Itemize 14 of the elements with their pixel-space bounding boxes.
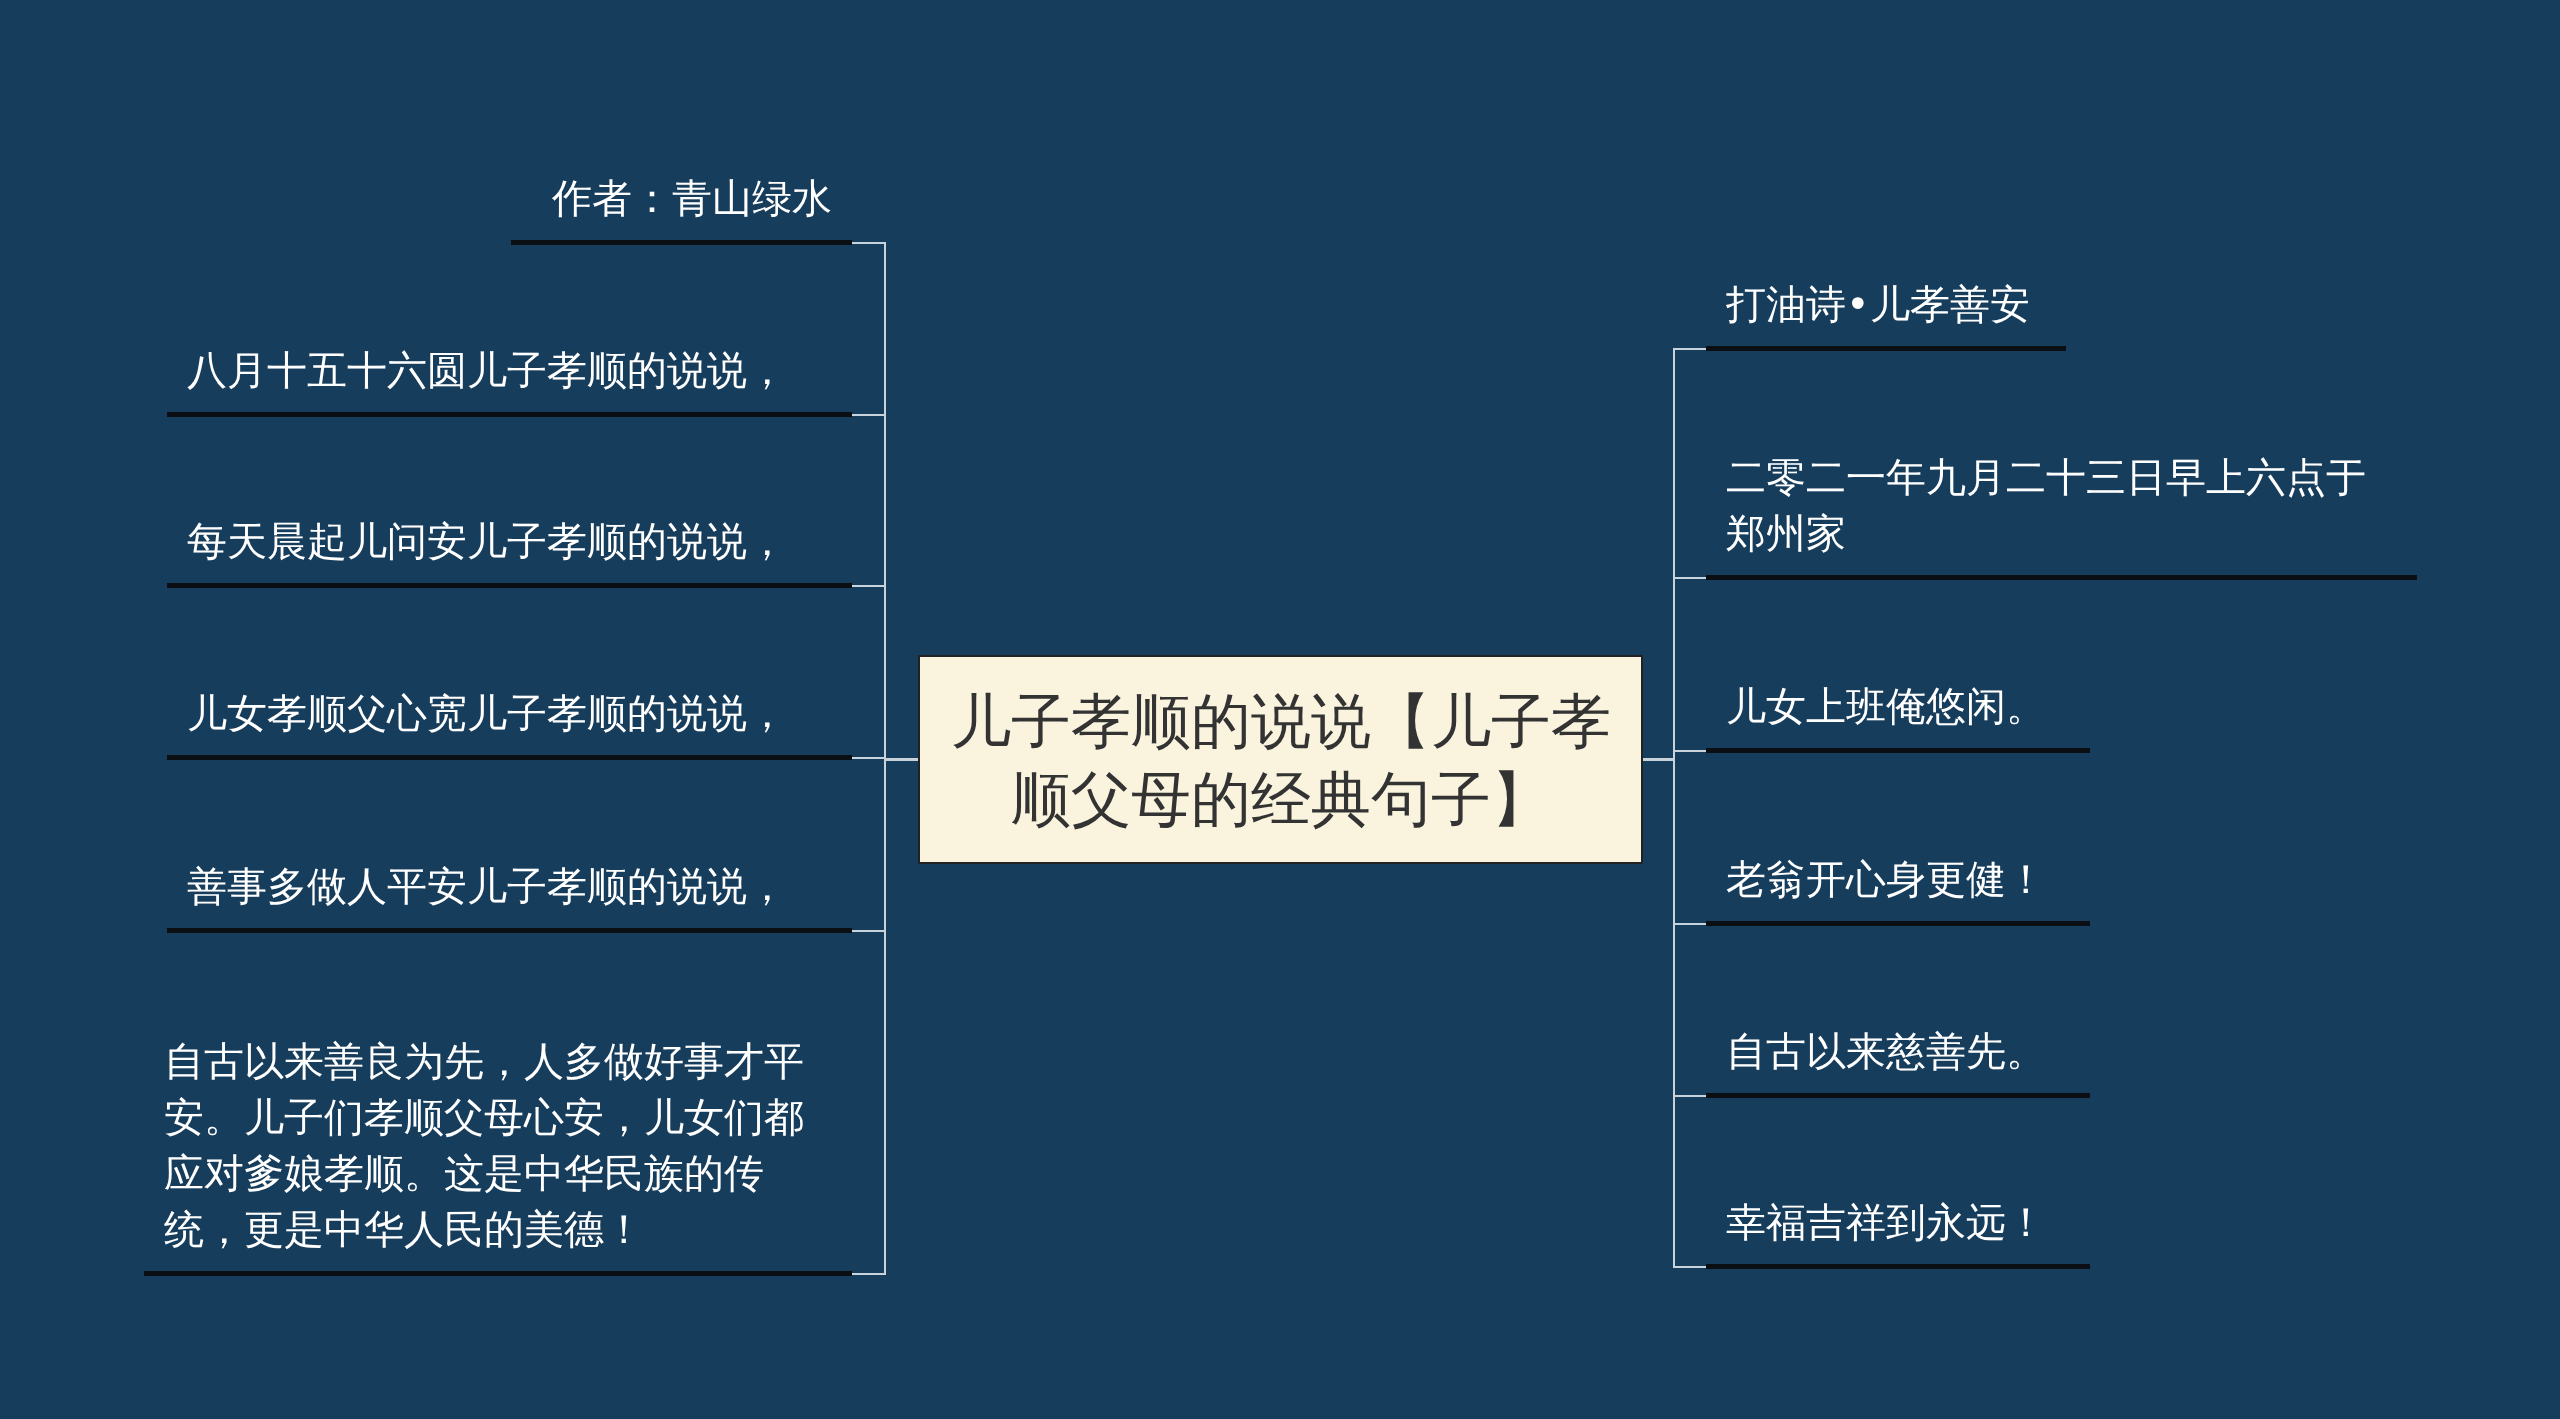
branch-text: 幸福吉祥到永远！	[1726, 1198, 2046, 1247]
branch-text: 老翁开心身更健！	[1726, 855, 2046, 904]
branch-text: 二零二一年九月二十三日早上六点于郑州家	[1726, 453, 2367, 558]
branch-text: 自古以来慈善先。	[1726, 1027, 2046, 1076]
branch-text: 八月十五十六圆儿子孝顺的说说，	[187, 346, 787, 395]
branch-text: 每天晨起儿问安儿子孝顺的说说，	[187, 517, 787, 566]
central-topic-box	[918, 655, 1643, 864]
branch-text: 儿女上班俺悠闲。	[1726, 682, 2046, 731]
central-topic-text: 儿子孝顺的说说【儿子孝顺父母的经典句子】	[949, 684, 1612, 836]
branch-text: 打油诗•儿孝善安	[1726, 280, 2030, 329]
branch-text: 作者：青山绿水	[552, 174, 832, 223]
branch-text: 善事多做人平安儿子孝顺的说说，	[187, 862, 787, 911]
branch-text: 儿女孝顺父心宽儿子孝顺的说说，	[187, 689, 787, 738]
branch-text: 自古以来善良为先，人多做好事才平安。儿子们孝顺父母心安，儿女们都应对爹娘孝顺。这是中华民族的传统，更是中华人民的美德！	[164, 1037, 805, 1254]
